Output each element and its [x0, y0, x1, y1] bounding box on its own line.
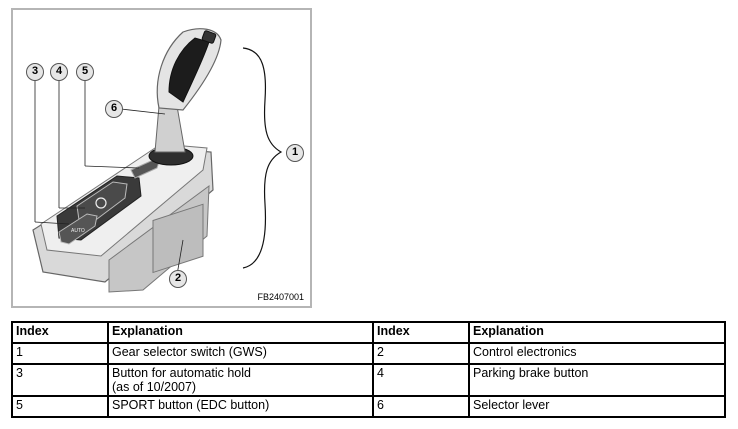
- figure-code: FB2407001: [257, 292, 304, 302]
- callout-2: 2: [169, 270, 187, 288]
- sport-button: [130, 159, 160, 179]
- row-index: 2: [372, 342, 470, 365]
- legend-table: Index Explanation Index Explanation 1 Ge…: [11, 321, 726, 418]
- row-explanation: Parking brake button: [468, 363, 726, 397]
- row-explanation: Gear selector switch (GWS): [107, 342, 374, 365]
- auto-hold-button: [58, 213, 98, 245]
- table-row: 3 Button for automatic hold (as of 10/20…: [11, 363, 726, 397]
- row-index: 1: [11, 342, 109, 365]
- callout-3: 3: [26, 63, 44, 81]
- header-explanation-2: Explanation: [468, 321, 726, 344]
- header-index-2: Index: [372, 321, 470, 344]
- header-index-1: Index: [11, 321, 109, 344]
- auto-hold-icon: AUTO: [71, 228, 85, 234]
- gear-selector-figure: AUTO 3 4 5 6 1 2 FB2407001: [11, 8, 312, 308]
- callout-6: 6: [105, 100, 123, 118]
- table-row: 1 Gear selector switch (GWS) 2 Control e…: [11, 342, 726, 365]
- callout-1: 1: [286, 144, 304, 162]
- row-explanation: Button for automatic hold (as of 10/2007…: [107, 363, 374, 397]
- parking-brake-icon: [95, 197, 107, 209]
- lever-p-button: [201, 30, 217, 44]
- row-index: 6: [372, 395, 470, 418]
- table-row: 5 SPORT button (EDC button) 6 Selector l…: [11, 395, 726, 418]
- row-explanation: Selector lever: [468, 395, 726, 418]
- callout-5: 5: [76, 63, 94, 81]
- row-index: 5: [11, 395, 109, 418]
- gear-selector-illustration: AUTO: [32, 28, 283, 293]
- callout-4: 4: [50, 63, 68, 81]
- row-index: 3: [11, 363, 109, 397]
- row-explanation: Control electronics: [468, 342, 726, 365]
- selector-lever: [154, 105, 186, 153]
- row-explanation: SPORT button (EDC button): [107, 395, 374, 418]
- legend-header-row: Index Explanation Index Explanation: [11, 321, 726, 344]
- electronics-box: [152, 203, 204, 274]
- bracket: [242, 47, 283, 269]
- header-explanation-1: Explanation: [107, 321, 374, 344]
- row-index: 4: [372, 363, 470, 397]
